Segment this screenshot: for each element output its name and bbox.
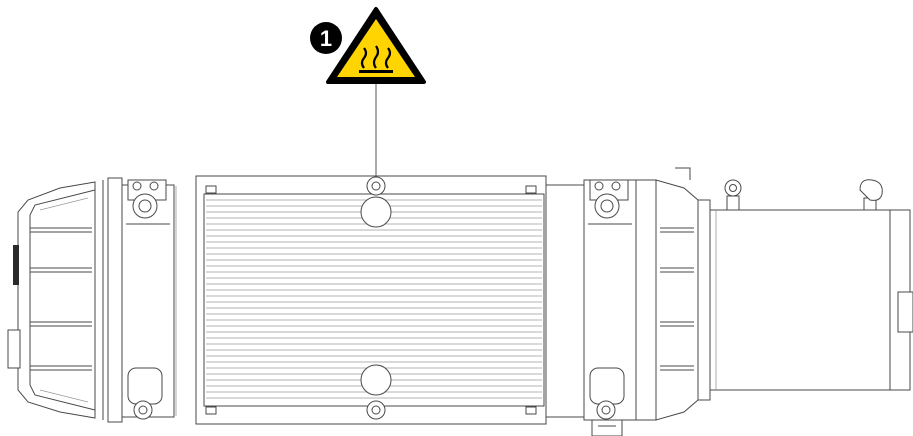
hot-surface-warning-icon (326, 7, 426, 84)
attached-cylinder (709, 179, 913, 391)
callout-badge: 1 (310, 22, 342, 54)
callout-number: 1 (320, 26, 332, 51)
right-end-cap (635, 167, 711, 421)
motor-body (195, 175, 547, 425)
left-flange (121, 179, 197, 420)
right-flange (545, 179, 637, 421)
mounting-foot (591, 419, 623, 436)
left-end-cap (7, 177, 123, 423)
